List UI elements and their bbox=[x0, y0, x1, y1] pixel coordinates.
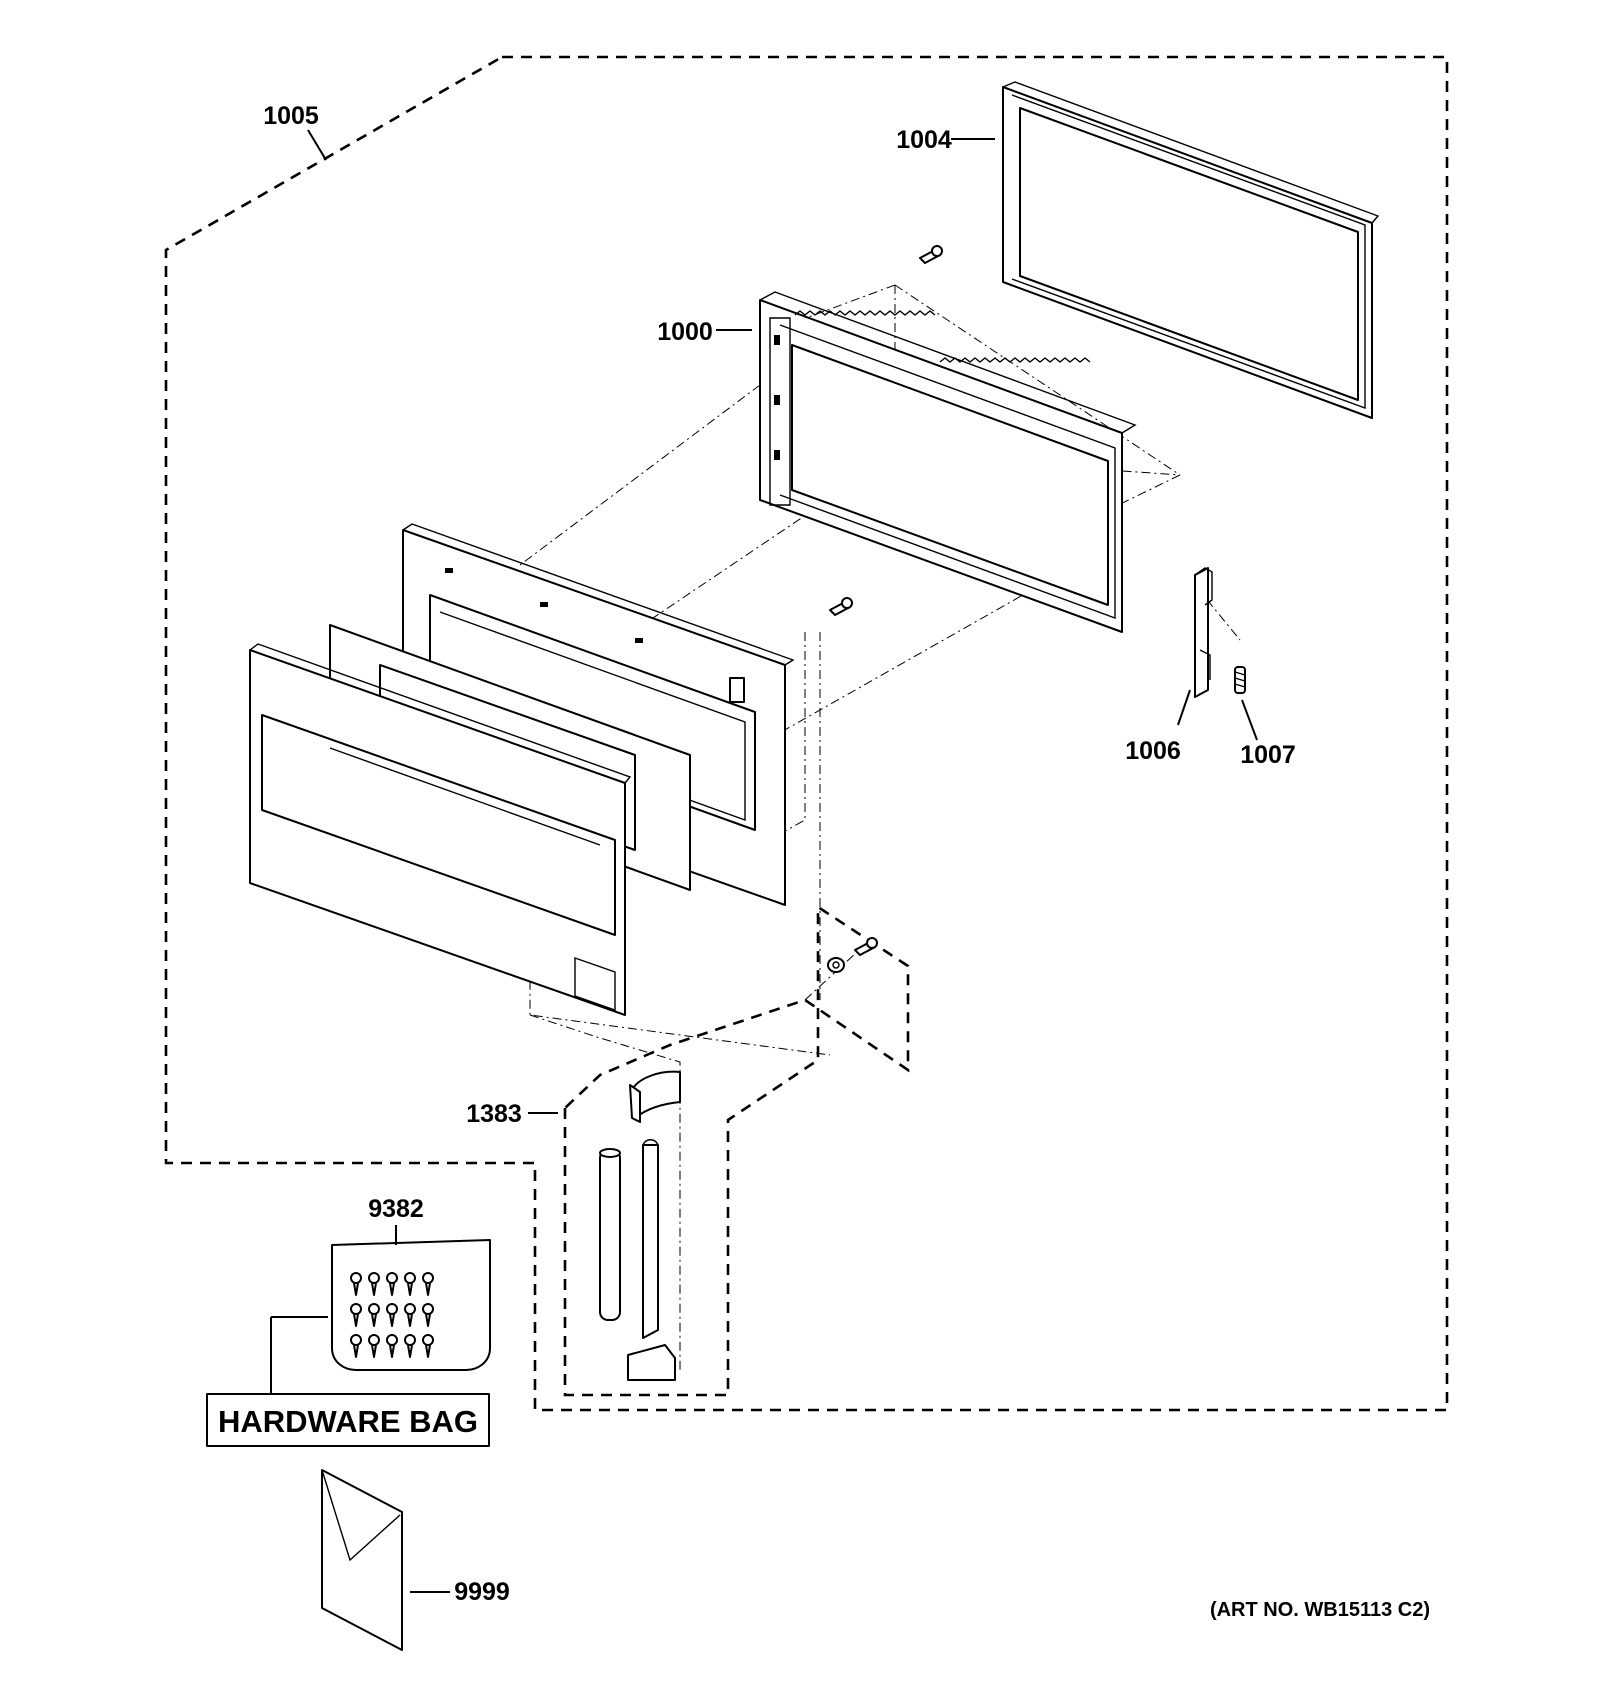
callout-1007: 1007 bbox=[1240, 741, 1296, 769]
screw-grid bbox=[350, 1272, 434, 1358]
callout-1383: 1383 bbox=[466, 1100, 522, 1128]
bag-screw-head bbox=[350, 1272, 362, 1284]
bag-screw-head bbox=[386, 1334, 398, 1346]
screw-middle bbox=[829, 597, 853, 616]
bag-screw-head bbox=[386, 1303, 398, 1315]
leader-lines bbox=[270, 129, 1258, 1593]
bag-screw-head bbox=[404, 1334, 416, 1346]
bag-screw-head bbox=[368, 1272, 380, 1284]
part-1004-frame bbox=[1002, 81, 1380, 419]
hardware-bag-9382 bbox=[331, 1239, 491, 1371]
screw-top bbox=[919, 245, 943, 264]
bag-screw-head bbox=[368, 1303, 380, 1315]
door-front-panel bbox=[249, 643, 632, 1016]
bag-screw-head bbox=[368, 1334, 380, 1346]
handle-assembly-boundary-1383 bbox=[563, 904, 910, 1397]
bag-screw-head bbox=[350, 1303, 362, 1315]
hardware-bag-label: HARDWARE BAG bbox=[218, 1404, 478, 1439]
part-1383-handle bbox=[599, 1070, 681, 1381]
bag-screw-head bbox=[404, 1303, 416, 1315]
callout-9382: 9382 bbox=[368, 1195, 424, 1223]
bag-screw-head bbox=[422, 1272, 434, 1284]
bag-screw-head bbox=[350, 1334, 362, 1346]
bag-screw-head bbox=[404, 1272, 416, 1284]
part-9999-literature bbox=[321, 1469, 403, 1651]
bag-screw-head bbox=[386, 1272, 398, 1284]
art-number: (ART NO. WB15113 C2) bbox=[1210, 1599, 1430, 1621]
callout-9999: 9999 bbox=[454, 1578, 510, 1606]
bag-screw-head bbox=[422, 1334, 434, 1346]
part-1007-spring bbox=[1234, 666, 1246, 694]
bag-screw-head bbox=[422, 1303, 434, 1315]
door-assembly-boundary-1005 bbox=[164, 55, 1449, 1412]
callout-1000: 1000 bbox=[657, 318, 713, 346]
hardware-bag-label-box bbox=[206, 1393, 490, 1447]
callout-1004: 1004 bbox=[896, 126, 952, 154]
washer-and-screw bbox=[827, 937, 878, 973]
callout-1006: 1006 bbox=[1125, 737, 1181, 765]
part-1000-inner-door bbox=[759, 291, 1137, 633]
part-1006-latch bbox=[1194, 567, 1213, 698]
callout-1005: 1005 bbox=[263, 102, 319, 130]
